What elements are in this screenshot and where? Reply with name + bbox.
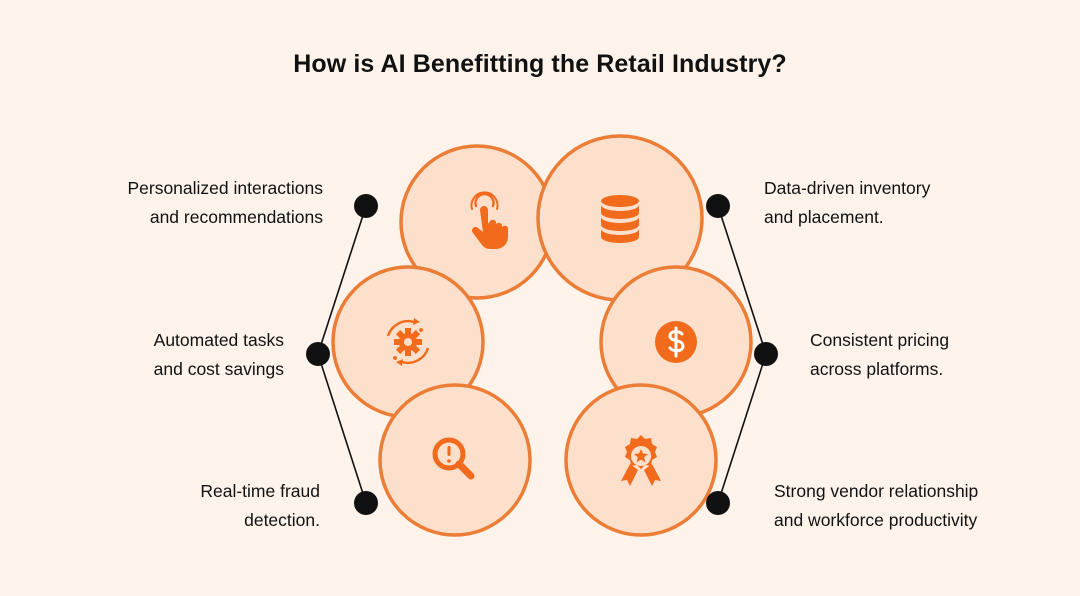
benefit-label-line: Consistent pricing	[810, 330, 950, 350]
benefit-label-line: across platforms.	[810, 359, 944, 379]
left-connector	[317, 205, 367, 504]
benefit-label-pricing: Consistent pricing across platforms.	[810, 326, 949, 384]
benefit-label-line: detection.	[244, 510, 320, 530]
benefit-label-inventory: Data-driven inventory and placement.	[764, 174, 930, 232]
benefit-circle-fraud	[378, 383, 532, 537]
tap-hand-icon	[470, 191, 508, 249]
page-title: How is AI Benefitting the Retail Industr…	[293, 50, 787, 78]
benefit-label-personalization: Personalized interactions and recommenda…	[127, 174, 323, 232]
benefit-label-line: Strong vendor relationship	[774, 481, 979, 501]
benefit-label-line: and cost savings	[153, 359, 284, 379]
right-connector	[717, 205, 767, 504]
benefit-label-line: and recommendations	[149, 207, 323, 227]
benefit-label-line: and workforce productivity	[774, 510, 978, 530]
benefit-label-line: Personalized interactions	[127, 178, 323, 198]
dollar-coin-icon	[655, 321, 697, 363]
magnifier-alert-icon	[432, 437, 475, 480]
connector-dot	[706, 194, 730, 218]
benefit-label-line: and placement.	[764, 207, 884, 227]
connector-dot	[354, 491, 378, 515]
connector-dot	[706, 491, 730, 515]
benefit-label-line: Automated tasks	[153, 330, 284, 350]
connector-dot	[306, 342, 330, 366]
benefit-label-line: Real-time fraud	[200, 481, 320, 501]
benefit-label-vendor: Strong vendor relationship and workforce…	[774, 477, 978, 535]
benefit-label-line: Data-driven inventory	[764, 178, 931, 198]
benefit-label-automation: Automated tasks and cost savings	[154, 326, 284, 384]
benefit-label-fraud: Real-time fraud detection.	[200, 477, 320, 535]
award-badge-icon	[621, 435, 661, 486]
connector-dot	[354, 194, 378, 218]
connector-dot	[754, 342, 778, 366]
database-icon	[601, 195, 639, 243]
